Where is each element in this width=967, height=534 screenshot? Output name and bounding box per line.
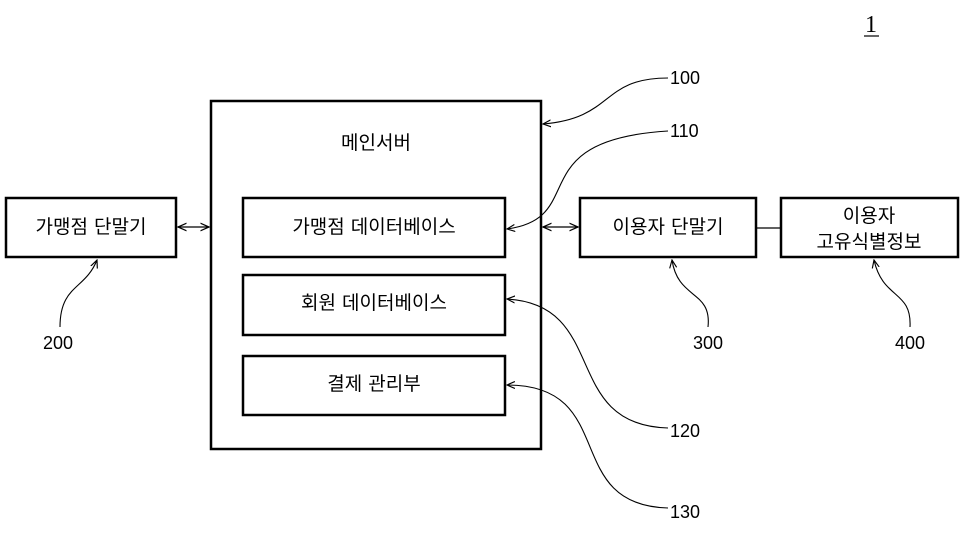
leader-130 (507, 385, 669, 509)
merchant-database-label: 가맹점 데이터베이스 (292, 216, 455, 238)
leader-200 (59, 260, 97, 328)
main-server-label: 메인서버 (341, 132, 411, 154)
payment-manager-label: 결제 관리부 (327, 373, 420, 395)
member-database-label: 회원 데이터베이스 (301, 292, 447, 314)
user-terminal-label: 이용자 단말기 (613, 216, 724, 238)
ref-300: 300 (693, 333, 723, 353)
leader-400 (874, 260, 911, 328)
user-id-info-label-line2: 고유식별정보 (817, 231, 922, 253)
leader-110 (507, 130, 669, 229)
member-database-box (241, 273, 507, 337)
merchant-terminal-box (4, 196, 178, 259)
figure-number: 1 (865, 12, 877, 38)
merchant-terminal-label: 가맹점 단말기 (36, 216, 147, 238)
leader-300 (672, 260, 709, 328)
payment-manager-box (241, 354, 507, 417)
merchant-database-box (241, 196, 507, 259)
ref-130: 130 (670, 502, 700, 522)
ref-200: 200 (43, 333, 73, 353)
ref-120: 120 (670, 421, 700, 441)
ref-100: 100 (670, 68, 700, 88)
ref-400: 400 (895, 333, 925, 353)
leader-120 (507, 299, 669, 429)
leader-100 (543, 77, 669, 124)
user-id-info-label-line1: 이용자 (843, 205, 895, 227)
ref-110: 110 (670, 121, 699, 141)
